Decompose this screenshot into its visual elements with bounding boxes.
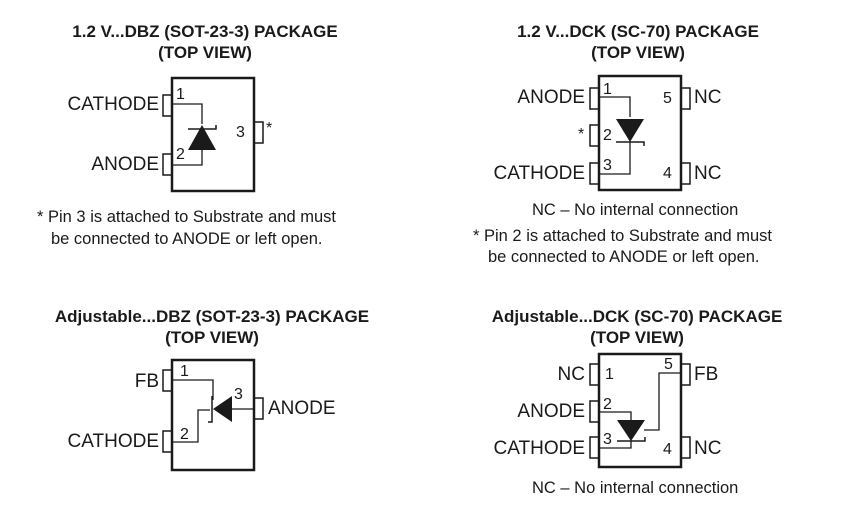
pin-number-2: 2 bbox=[180, 426, 189, 443]
pin-number-5: 5 bbox=[663, 90, 672, 107]
cathode-bar-4 bbox=[617, 437, 646, 442]
pin-label-fb: FB bbox=[134, 371, 159, 392]
package-title-1: 1.2 V...DBZ (SOT-23-3) PACKAGE (TOP VIEW… bbox=[37, 21, 373, 63]
pin-label-cathode: CATHODE bbox=[67, 94, 159, 115]
nc-note: NC – No internal connection bbox=[532, 479, 739, 497]
pin-number-3: 3 bbox=[603, 431, 612, 448]
pin-pad-2-3 bbox=[589, 162, 600, 185]
pin-label-fb: FB bbox=[694, 364, 719, 385]
pin-number-5: 5 bbox=[664, 356, 673, 373]
pin-number-2: 2 bbox=[176, 146, 185, 163]
title-line2: (TOP VIEW) bbox=[165, 328, 259, 347]
pin-number-2: 2 bbox=[603, 127, 612, 144]
pin-pad-1-2 bbox=[162, 153, 173, 176]
pin-number-4: 4 bbox=[663, 441, 672, 458]
package-title-4: Adjustable...DCK (SC-70) PACKAGE (TOP VI… bbox=[467, 306, 807, 348]
pin-pad-4-3 bbox=[589, 436, 600, 459]
pin-label-substrate: * bbox=[266, 120, 273, 137]
package-title-2: 1.2 V...DCK (SC-70) PACKAGE (TOP VIEW) bbox=[470, 21, 806, 63]
pin-label-anode: ANODE bbox=[517, 401, 585, 422]
pin-label-anode: ANODE bbox=[268, 398, 336, 419]
title-line2: (TOP VIEW) bbox=[591, 43, 685, 62]
pin-pad-2-5 bbox=[680, 87, 691, 110]
pin-label-nc: NC bbox=[557, 364, 585, 385]
pin-pad-3-3 bbox=[253, 397, 264, 420]
title-line1: Adjustable...DBZ (SOT-23-3) PACKAGE bbox=[54, 307, 370, 326]
title-line1: Adjustable...DCK (SC-70) PACKAGE bbox=[491, 307, 783, 326]
footnote-line1: * Pin 2 is attached to Substrate and mus… bbox=[473, 227, 773, 245]
diode-triangle-1 bbox=[188, 125, 216, 150]
pin-number-1: 1 bbox=[603, 81, 612, 98]
pin-number-3: 3 bbox=[236, 124, 245, 141]
cathode-bar-2 bbox=[616, 141, 645, 146]
diode-triangle-3 bbox=[213, 396, 232, 422]
title-line2: (TOP VIEW) bbox=[158, 43, 252, 62]
pin-pad-3-1 bbox=[162, 369, 173, 392]
wire-3-1 bbox=[172, 379, 214, 400]
wire-4-3 bbox=[599, 440, 632, 449]
footnote-line1: * Pin 3 is attached to Substrate and mus… bbox=[37, 208, 337, 226]
pin-number-2: 2 bbox=[603, 396, 612, 413]
pin-number-3: 3 bbox=[603, 157, 612, 174]
footnote-line2: be connected to ANODE or left open. bbox=[51, 230, 323, 248]
wire-3-2 bbox=[172, 409, 210, 443]
pin-number-3: 3 bbox=[234, 386, 243, 403]
cathode-bar-1 bbox=[188, 125, 217, 130]
pin-label-cathode: CATHODE bbox=[493, 438, 585, 459]
diode-triangle-2 bbox=[616, 119, 644, 142]
pin-pad-3-2 bbox=[162, 430, 173, 453]
pin-pad-1-1 bbox=[162, 94, 173, 117]
pin-label-nc: NC bbox=[694, 438, 722, 459]
pin-label-nc: NC bbox=[694, 87, 722, 108]
wire-2-1 bbox=[599, 96, 631, 117]
footnote-line2: be connected to ANODE or left open. bbox=[488, 248, 760, 266]
pin-pad-4-4 bbox=[680, 436, 691, 459]
pin-number-4: 4 bbox=[663, 165, 672, 182]
pin-label-anode: ANODE bbox=[91, 154, 159, 175]
cathode-bar-3 bbox=[208, 396, 213, 423]
pin-label-substrate: * bbox=[578, 126, 585, 143]
pin-pad-4-1 bbox=[589, 363, 600, 386]
nc-note: NC – No internal connection bbox=[532, 201, 739, 219]
pin-pad-4-5 bbox=[680, 363, 691, 386]
pin-pad-2-2 bbox=[589, 124, 600, 147]
pin-number-1: 1 bbox=[180, 363, 189, 380]
wire-1-1 bbox=[172, 103, 203, 124]
pin-number-1: 1 bbox=[176, 86, 185, 103]
title-line1: 1.2 V...DCK (SC-70) PACKAGE bbox=[517, 22, 759, 41]
pin-pad-1-3 bbox=[253, 121, 264, 144]
pin-number-1: 1 bbox=[605, 366, 614, 383]
pin-label-nc: NC bbox=[694, 163, 722, 184]
pin-pad-4-2 bbox=[589, 400, 600, 423]
wire-2-3 bbox=[599, 142, 631, 175]
pin-pad-2-1 bbox=[589, 87, 600, 110]
pin-label-cathode: CATHODE bbox=[493, 163, 585, 184]
wire-4-5 bbox=[644, 372, 681, 431]
wire-4-2 bbox=[599, 411, 632, 420]
wire-1-2 bbox=[172, 150, 203, 166]
pin-label-anode: ANODE bbox=[517, 87, 585, 108]
title-line2: (TOP VIEW) bbox=[590, 328, 684, 347]
diode-triangle-4 bbox=[617, 420, 645, 441]
pin-pad-2-4 bbox=[680, 162, 691, 185]
pin-label-cathode: CATHODE bbox=[67, 431, 159, 452]
package-title-3: Adjustable...DBZ (SOT-23-3) PACKAGE (TOP… bbox=[27, 306, 397, 348]
title-line1: 1.2 V...DBZ (SOT-23-3) PACKAGE bbox=[72, 22, 338, 41]
